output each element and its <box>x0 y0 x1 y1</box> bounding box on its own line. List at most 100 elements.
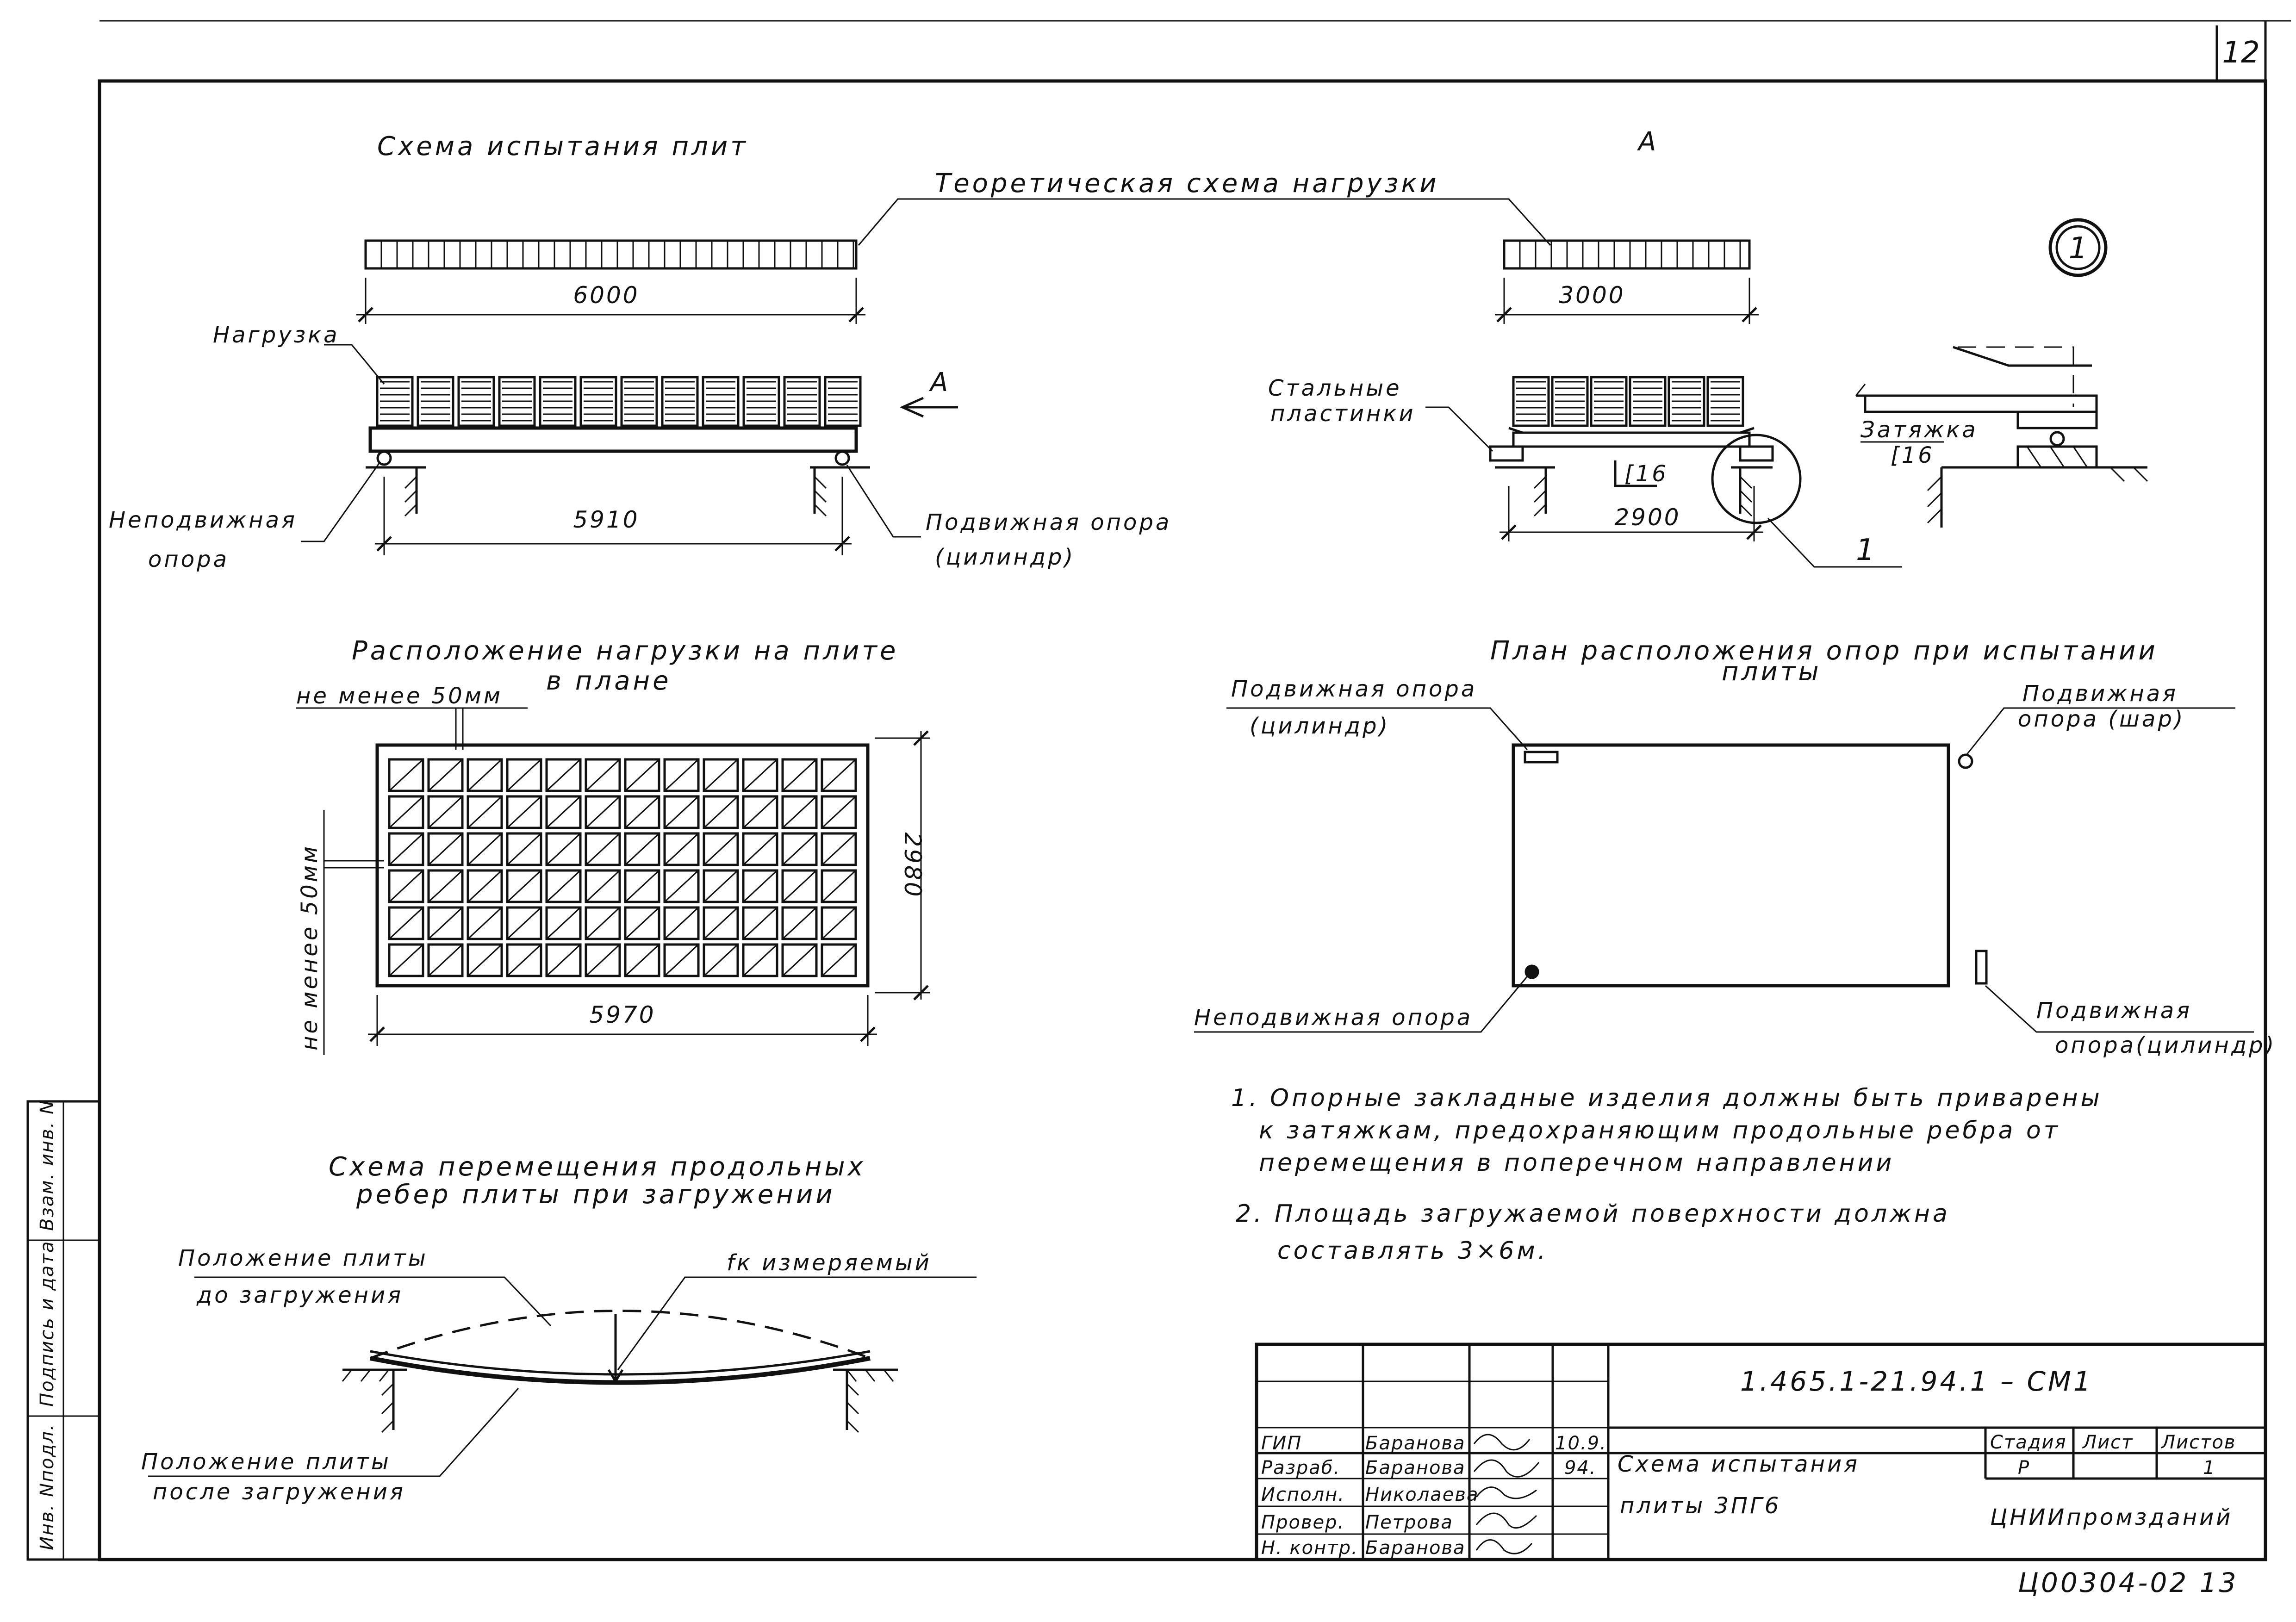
tie-channel-label: [16 <box>1891 442 1935 468</box>
tb-stage: Р <box>2018 1457 2030 1479</box>
load-grid-cell <box>585 758 621 792</box>
load-grid-cell <box>467 758 503 792</box>
section-arrow-label: А <box>929 367 951 398</box>
load-grid-cell <box>467 832 503 866</box>
load-grid-cell <box>663 943 700 977</box>
load-grid-cell <box>821 795 857 829</box>
load-grid-cell <box>703 795 739 829</box>
staff-role-2: Исполн. <box>1261 1484 1345 1505</box>
load-grid-cell <box>781 906 818 940</box>
load-grid-cell <box>781 943 818 977</box>
load-grid-cell <box>427 943 464 977</box>
channel-label: [16 <box>1624 461 1668 487</box>
load-grid-cell <box>545 795 582 829</box>
before-label-1: Положение плиты <box>178 1245 428 1271</box>
load-grid-cell <box>506 943 542 977</box>
load-block <box>1551 376 1589 427</box>
dim-5970: 5970 <box>589 1001 655 1028</box>
load-grid-cell <box>506 758 542 792</box>
note-1-line-2: к затяжкам, предохраняющим продольные ре… <box>1259 1117 2060 1144</box>
stamp-inv-number: Инв. Nподл. <box>37 1423 58 1550</box>
tb-head-sheet: Лист <box>2082 1432 2133 1453</box>
load-grid-cell <box>703 758 739 792</box>
load-grid-cell <box>388 795 424 829</box>
load-grid-cell <box>781 832 818 866</box>
staff-date-1: 94. <box>1564 1457 1597 1479</box>
slab-plan-outline <box>375 743 870 988</box>
tb-title-1: Схема испытания <box>1618 1451 1860 1477</box>
support-plan-title-2: плиты <box>1722 657 1822 687</box>
load-grid-cell <box>427 869 464 903</box>
archive-code: Ц00304-02 13 <box>2018 1567 2239 1598</box>
note-1-line-1: 1. Опорные закладные изделия должны быть… <box>1231 1084 2103 1112</box>
note-2-line-2: составлять 3×6м. <box>1277 1237 1548 1265</box>
sheet-number: 12 <box>2222 36 2259 70</box>
note-1-line-3: перемещения в поперечном направлении <box>1259 1149 1894 1177</box>
test-scheme: Схема испытания плит А Теоретическая схе… <box>109 127 2148 572</box>
support-plan-title-1: План расположения опор при испытании <box>1490 636 2158 666</box>
gap-top-label: не менее 50мм <box>296 683 503 709</box>
theory-load-label: Теоретическая схема нагрузки <box>935 168 1439 199</box>
staff-role-3: Провер. <box>1261 1512 1344 1533</box>
load-block <box>457 376 495 427</box>
detail-number: 1 <box>2069 231 2088 266</box>
support-plan: План расположения опор при испытании пли… <box>1194 636 2274 1058</box>
load-block <box>1590 376 1628 427</box>
movable-cyl-bottom-label-1: Подвижная <box>2036 998 2192 1024</box>
load-grid-cell <box>545 943 582 977</box>
staff-date-0: 10.9. <box>1555 1433 1607 1454</box>
load-grid-cell <box>388 869 424 903</box>
slab-before-curve <box>370 1310 871 1360</box>
staff-role-4: Н. контр. <box>1261 1537 1358 1559</box>
load-label: Нагрузка <box>213 322 340 348</box>
load-grid-cell <box>545 906 582 940</box>
load-grid-cell <box>624 795 660 829</box>
load-grid-cell <box>585 832 621 866</box>
load-block <box>498 376 536 427</box>
movable-ball-label-2: опора (шар) <box>2018 706 2185 732</box>
dim-3000: 3000 <box>1559 282 1625 309</box>
load-grid-cell <box>506 906 542 940</box>
load-grid-cell <box>663 869 700 903</box>
load-grid-cell <box>427 906 464 940</box>
steel-plates-label-2: пластинки <box>1270 401 1416 427</box>
fixed-support-plan-label: Неподвижная опора <box>1194 1005 1473 1031</box>
load-plan: Расположение нагрузки на плите в плане н… <box>296 636 930 1055</box>
load-plan-title-1: Расположение нагрузки на плите <box>352 636 898 666</box>
slab-support-outline <box>1512 743 1950 988</box>
staff-name-0: Баранова <box>1365 1433 1466 1454</box>
load-grid-cell <box>703 832 739 866</box>
load-grid-cell <box>427 795 464 829</box>
fixed-support-label-1: Неподвижная <box>109 507 297 533</box>
displacement-scheme: Схема перемещения продольных ребер плиты… <box>141 1152 977 1505</box>
fixed-support-label-2: опора <box>148 547 229 572</box>
staff-name-2: Николаева <box>1365 1484 1479 1505</box>
load-grid-cell <box>821 832 857 866</box>
sheet-frame: 12 <box>98 20 2291 1561</box>
load-grid-cell <box>742 832 778 866</box>
tb-org: ЦНИИпромзданий <box>1990 1504 2233 1530</box>
tb-head-sheets: Листов <box>2160 1432 2236 1453</box>
load-grid-cell <box>585 869 621 903</box>
tb-sheets: 1 <box>2203 1457 2215 1479</box>
load-grid-cell <box>742 869 778 903</box>
before-label-2: до загружения <box>196 1282 403 1308</box>
load-grid-cell <box>742 906 778 940</box>
after-label-1: Положение плиты <box>141 1449 391 1475</box>
load-grid-cell <box>703 906 739 940</box>
load-grid-cell <box>467 795 503 829</box>
load-grid-cell <box>624 832 660 866</box>
load-blocks-short <box>1512 376 1744 427</box>
staff-role-0: ГИП <box>1261 1433 1302 1454</box>
dim-2980: 2980 <box>899 832 926 898</box>
staff-name-4: Баранова <box>1365 1537 1466 1559</box>
load-grid-cell <box>427 832 464 866</box>
note-2-line-1: 2. Площадь загружаемой поверхности должн… <box>1236 1200 1950 1228</box>
load-grid-cell <box>742 795 778 829</box>
load-grid-cell <box>585 795 621 829</box>
load-block <box>783 376 821 427</box>
load-block <box>417 376 454 427</box>
load-blocks-long <box>376 376 862 427</box>
steel-plates-label-1: Стальные <box>1268 375 1402 401</box>
load-grid-cell <box>742 943 778 977</box>
